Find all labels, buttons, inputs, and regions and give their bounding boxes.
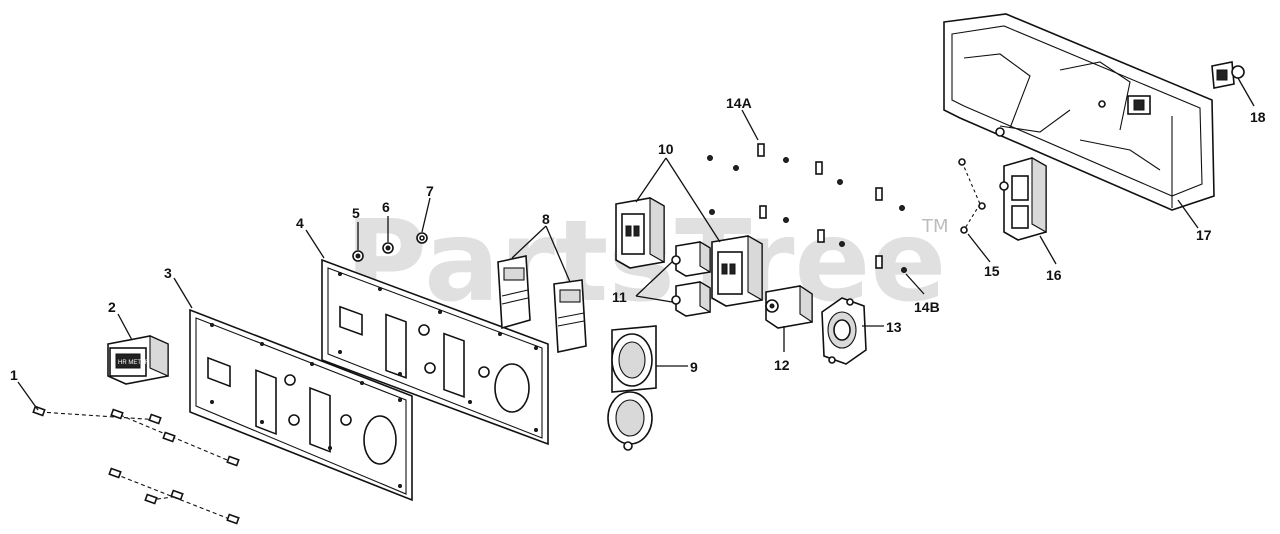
callout-1: 1 bbox=[10, 367, 18, 383]
part-1-screws[interactable] bbox=[32, 405, 240, 525]
callout-8: 8 bbox=[542, 211, 550, 227]
part-5-nut[interactable] bbox=[352, 250, 364, 262]
callout-7: 7 bbox=[426, 183, 434, 199]
callout-12: 12 bbox=[774, 357, 790, 373]
callout-17: 17 bbox=[1196, 227, 1212, 243]
callout-10: 10 bbox=[658, 141, 674, 157]
part-8-outlet-covers[interactable] bbox=[497, 255, 587, 353]
hour-meter-label: HR METER bbox=[118, 360, 150, 366]
part-16-switch-bracket[interactable] bbox=[999, 157, 1047, 241]
part-4-rear-panel[interactable] bbox=[321, 258, 549, 446]
callout-6: 6 bbox=[382, 199, 390, 215]
callout-labels: 1 2 3 4 5 6 7 8 9 10 11 12 13 14A 14B 15… bbox=[10, 95, 1266, 383]
callout-5: 5 bbox=[352, 205, 360, 221]
callout-3: 3 bbox=[164, 265, 172, 281]
part-7-clip[interactable] bbox=[416, 232, 428, 244]
callout-14b: 14B bbox=[914, 299, 940, 315]
part-18-cap[interactable] bbox=[1211, 61, 1245, 89]
part-17-control-box[interactable] bbox=[943, 13, 1215, 211]
part-10-gfci-receptacles[interactable] bbox=[615, 197, 763, 307]
part-9-receptacle-cover[interactable] bbox=[607, 325, 657, 451]
callout-2: 2 bbox=[108, 299, 116, 315]
part-13-receptacle[interactable] bbox=[821, 297, 867, 365]
callout-15: 15 bbox=[984, 263, 1000, 279]
watermark-tm: TM bbox=[921, 216, 949, 237]
part-11-circuit-breakers[interactable] bbox=[671, 241, 711, 317]
part-3-front-panel[interactable] bbox=[189, 308, 413, 502]
part-12-breaker[interactable] bbox=[765, 284, 813, 329]
callout-13: 13 bbox=[886, 319, 902, 335]
part-14a-fasteners[interactable] bbox=[757, 143, 883, 269]
part-15-screws[interactable] bbox=[958, 158, 986, 234]
callout-4: 4 bbox=[296, 215, 304, 231]
callout-11: 11 bbox=[612, 289, 627, 305]
leader-lines bbox=[17, 77, 1255, 411]
part-2-hour-meter[interactable]: HR METER bbox=[107, 335, 169, 385]
callout-14a: 14A bbox=[726, 95, 752, 111]
callout-9: 9 bbox=[690, 359, 698, 375]
part-14b-nuts[interactable] bbox=[707, 155, 907, 273]
part-6-nut[interactable] bbox=[382, 242, 394, 254]
callout-16: 16 bbox=[1046, 267, 1062, 283]
callout-18: 18 bbox=[1250, 109, 1266, 125]
